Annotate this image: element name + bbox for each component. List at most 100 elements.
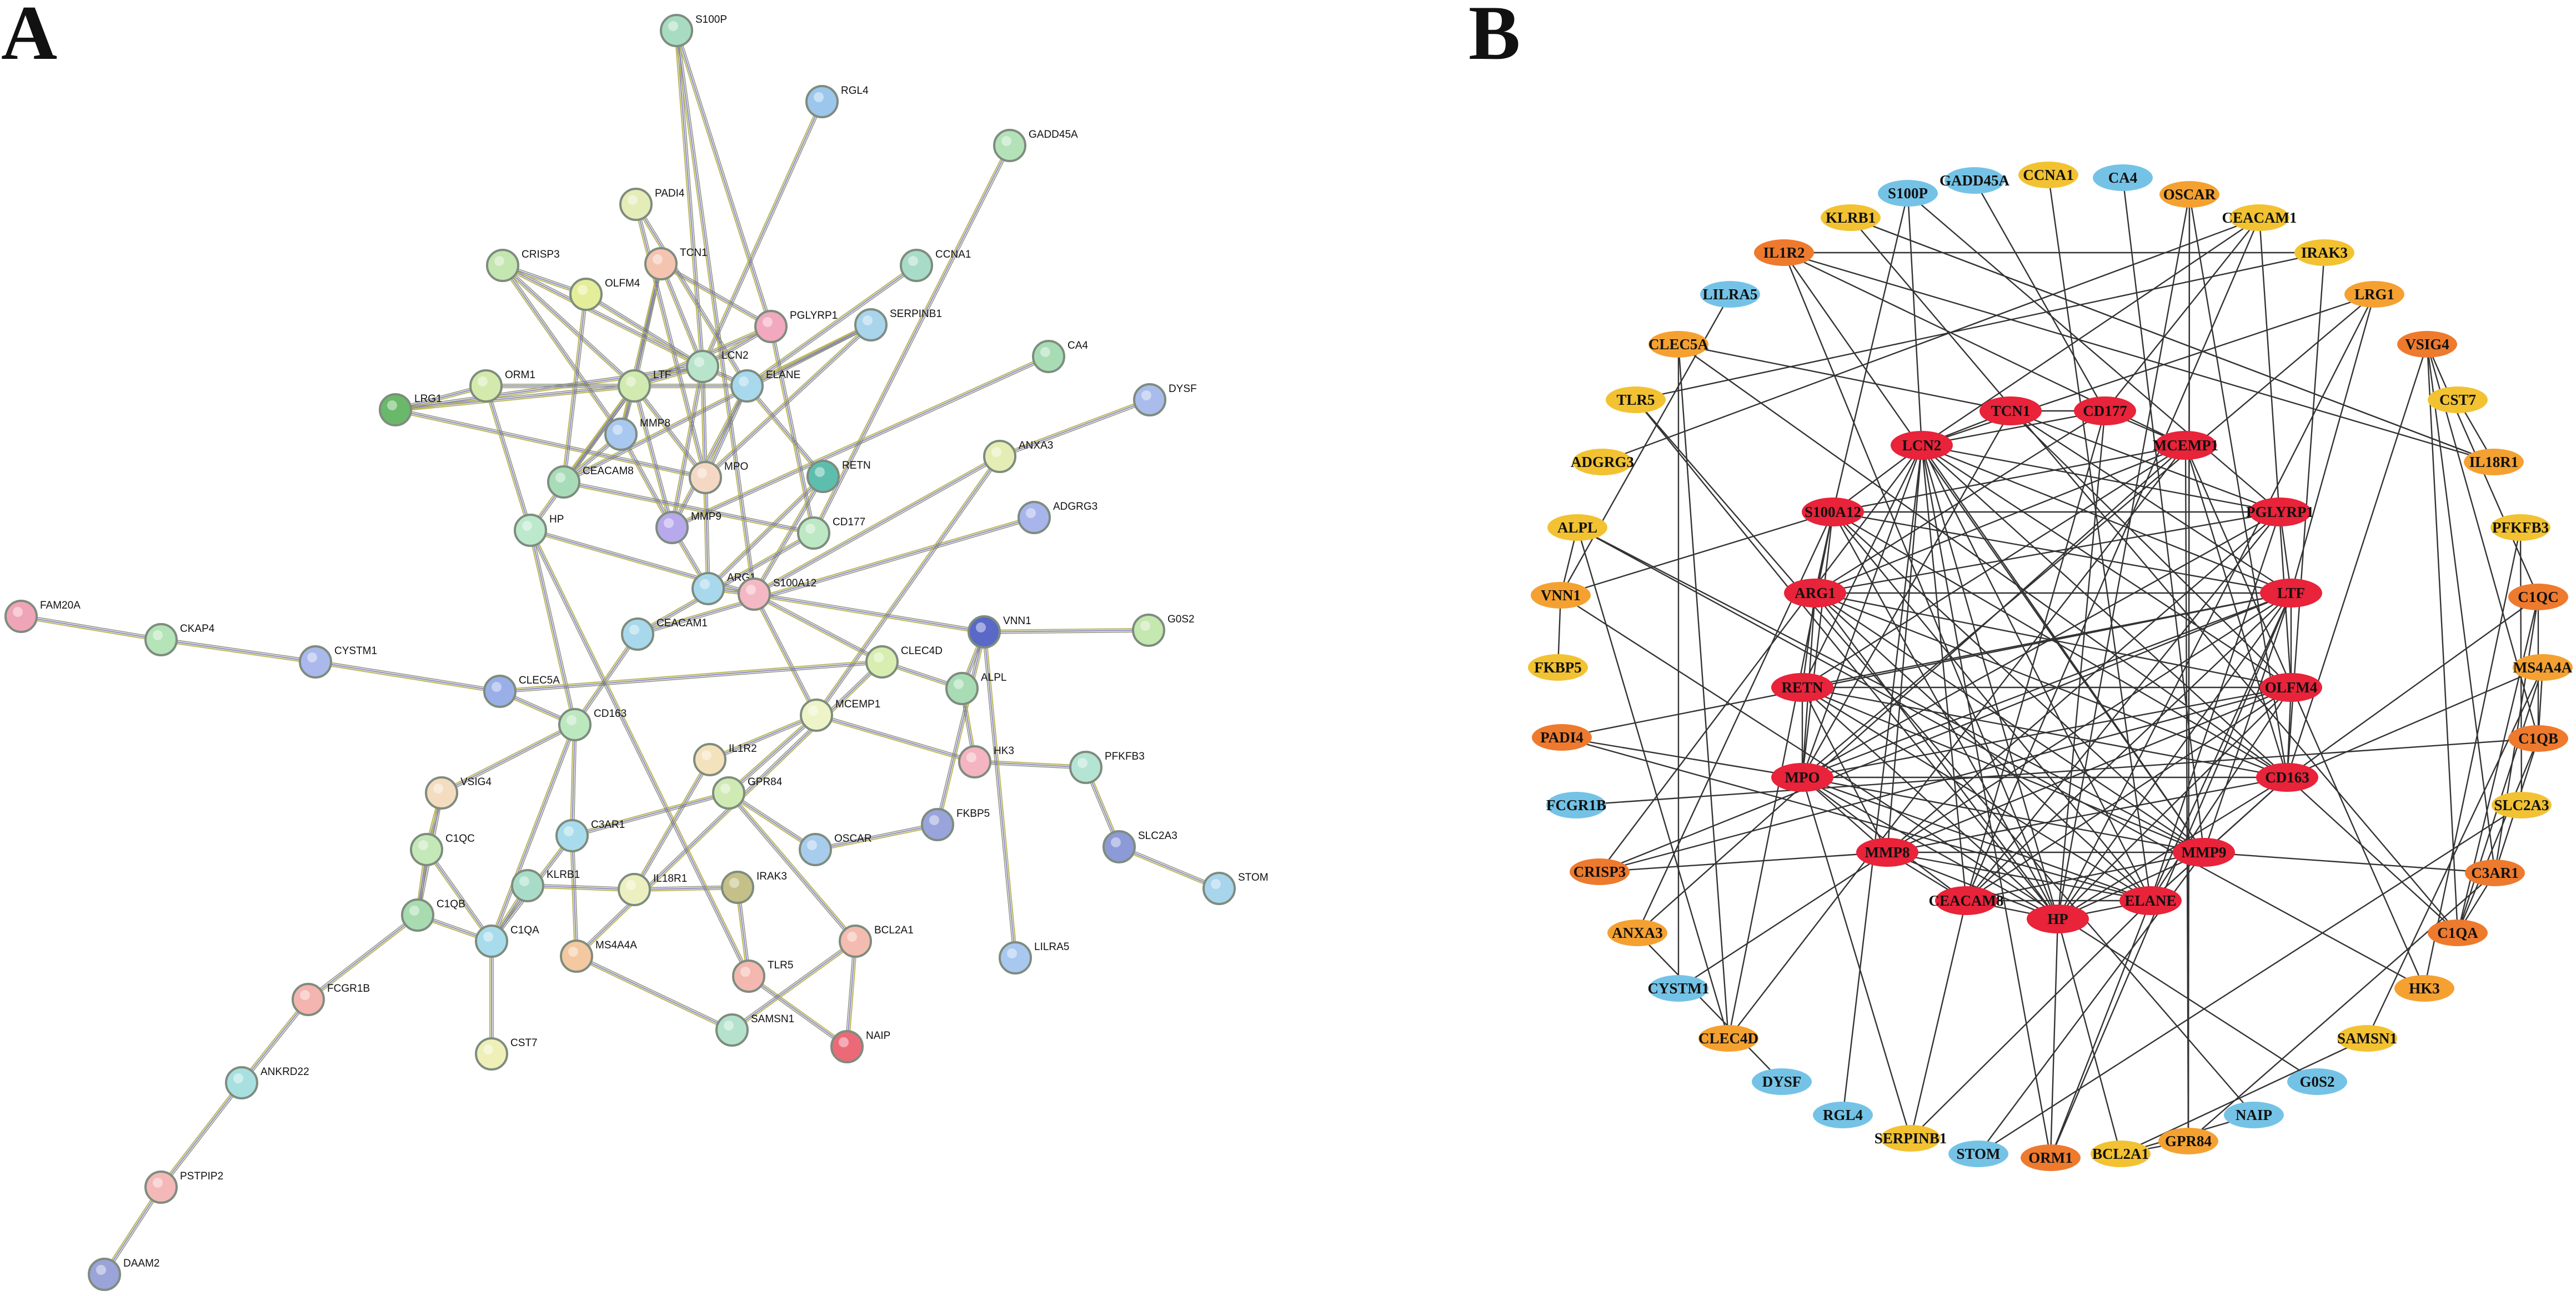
string-node-fam20a[interactable]: FAM20A: [4, 600, 81, 633]
cytoscape-node-c1qb[interactable]: C1QB: [2508, 725, 2568, 752]
cytoscape-node-bcl2a1[interactable]: BCL2A1: [2091, 1141, 2151, 1167]
string-node-elane[interactable]: ELANE: [730, 369, 800, 403]
cytoscape-node-s100a12[interactable]: S100A12: [1802, 498, 1864, 526]
string-node-dysf[interactable]: DYSF: [1133, 383, 1197, 416]
cytoscape-node-lilra5[interactable]: LILRA5: [1700, 281, 1760, 308]
string-node-ceacam8[interactable]: CEACAM8: [547, 465, 634, 499]
string-node-il18r1[interactable]: IL18R1: [618, 873, 687, 906]
cytoscape-node-ca4[interactable]: CA4: [2093, 164, 2153, 191]
string-node-olfm4[interactable]: OLFM4: [569, 278, 640, 311]
string-node-c1qa[interactable]: C1QA: [475, 925, 539, 958]
cytoscape-node-rgl4[interactable]: RGL4: [1813, 1102, 1873, 1128]
cytoscape-node-fcgr1b[interactable]: FCGR1B: [1546, 792, 1606, 818]
string-node-cd177[interactable]: CD177: [797, 516, 865, 550]
cytoscape-node-ltf[interactable]: LTF: [2260, 579, 2322, 607]
string-node-ltf[interactable]: LTF: [618, 369, 671, 403]
string-node-gadd45a[interactable]: GADD45A: [993, 129, 1078, 162]
cytoscape-node-crisp3[interactable]: CRISP3: [1570, 858, 1630, 885]
cytoscape-node-dysf[interactable]: DYSF: [1752, 1068, 1812, 1095]
cytoscape-node-pglyrp1[interactable]: PGLYRP1: [2246, 498, 2314, 526]
string-node-ceacam1[interactable]: CEACAM1: [621, 617, 708, 651]
cytoscape-node-ceacam1[interactable]: CEACAM1: [2222, 204, 2297, 231]
cytoscape-node-g0s2[interactable]: G0S2: [2287, 1068, 2347, 1095]
string-node-fcgr1b[interactable]: FCGR1B: [292, 983, 370, 1016]
cytoscape-node-il18r1[interactable]: IL18R1: [2464, 449, 2524, 475]
cytoscape-node-hp[interactable]: HP: [2027, 905, 2089, 933]
cytoscape-node-gpr84[interactable]: GPR84: [2158, 1128, 2218, 1154]
cytoscape-node-mpo[interactable]: MPO: [1771, 763, 1833, 792]
string-node-tlr5[interactable]: TLR5: [732, 960, 793, 993]
string-node-clec5a[interactable]: CLEC5A: [483, 675, 560, 708]
cytoscape-node-stom[interactable]: STOM: [1948, 1141, 2008, 1167]
cytoscape-node-c3ar1[interactable]: C3AR1: [2465, 860, 2525, 886]
cytoscape-node-clec5a[interactable]: CLEC5A: [1648, 331, 1709, 358]
string-node-clec4d[interactable]: CLEC4D: [865, 645, 943, 679]
cytoscape-node-vsig4[interactable]: VSIG4: [2397, 331, 2457, 358]
string-node-ca4[interactable]: CA4: [1032, 340, 1088, 373]
cytoscape-node-mmp9[interactable]: MMP9: [2173, 838, 2235, 867]
string-node-il1r2[interactable]: IL1R2: [693, 743, 757, 776]
string-node-mmp9[interactable]: MMP9: [655, 511, 721, 544]
cytoscape-node-cd163[interactable]: CD163: [2256, 763, 2318, 792]
cytoscape-node-c1qc[interactable]: C1QC: [2508, 584, 2568, 610]
string-node-slc2a3[interactable]: SLC2A3: [1102, 830, 1177, 863]
string-node-daam2[interactable]: DAAM2: [88, 1258, 159, 1291]
string-node-irak3[interactable]: IRAK3: [721, 871, 787, 904]
cytoscape-node-cst7[interactable]: CST7: [2428, 386, 2488, 413]
cytoscape-node-irak3[interactable]: IRAK3: [2294, 239, 2354, 266]
string-node-lcn2[interactable]: LCN2: [686, 350, 749, 383]
cytoscape-node-fkbp5[interactable]: FKBP5: [1528, 654, 1588, 681]
cytoscape-node-anxa3[interactable]: ANXA3: [1607, 920, 1667, 946]
string-node-hk3[interactable]: HK3: [958, 745, 1014, 778]
cytoscape-node-clec4d[interactable]: CLEC4D: [1698, 1025, 1758, 1052]
cytoscape-node-elane[interactable]: ELANE: [2119, 886, 2182, 915]
string-node-ms4a4a[interactable]: MS4A4A: [560, 940, 637, 973]
cytoscape-node-klrb1[interactable]: KLRB1: [1821, 204, 1881, 231]
cytoscape-node-s100p[interactable]: S100P: [1878, 180, 1938, 207]
string-node-cystm1[interactable]: CYSTM1: [299, 645, 377, 679]
string-node-ccna1[interactable]: CCNA1: [900, 249, 971, 282]
cytoscape-node-retn[interactable]: RETN: [1771, 673, 1833, 702]
string-node-adgrg3[interactable]: ADGRG3: [1018, 501, 1097, 534]
string-node-serpinb1[interactable]: SERPINB1: [854, 308, 942, 341]
string-node-cst7[interactable]: CST7: [475, 1037, 538, 1071]
cytoscape-node-serpinb1[interactable]: SERPINB1: [1875, 1125, 1947, 1152]
cytoscape-node-oscar[interactable]: OSCAR: [2159, 181, 2219, 208]
string-node-fkbp5[interactable]: FKBP5: [921, 808, 990, 841]
string-node-hp[interactable]: HP: [514, 514, 564, 547]
string-node-tcn1[interactable]: TCN1: [644, 247, 708, 280]
string-node-klrb1[interactable]: KLRB1: [511, 869, 580, 902]
string-node-cd163[interactable]: CD163: [558, 708, 627, 741]
cytoscape-node-lrg1[interactable]: LRG1: [2344, 281, 2404, 308]
cytoscape-node-alpl[interactable]: ALPL: [1547, 514, 1607, 541]
cytoscape-node-gadd45a[interactable]: GADD45A: [1939, 167, 2009, 194]
string-node-samsn1[interactable]: SAMSN1: [715, 1013, 794, 1047]
cytoscape-node-cd177[interactable]: CD177: [2074, 396, 2136, 425]
string-node-pstpip2[interactable]: PSTPIP2: [144, 1171, 223, 1204]
string-node-mmp8[interactable]: MMP8: [604, 418, 670, 451]
string-node-oscar[interactable]: OSCAR: [799, 833, 872, 866]
cytoscape-node-il1r2[interactable]: IL1R2: [1754, 239, 1814, 266]
string-node-arg1[interactable]: ARG1: [691, 572, 756, 605]
string-node-padi4[interactable]: PADI4: [619, 188, 685, 221]
cytoscape-node-adgrg3[interactable]: ADGRG3: [1571, 449, 1634, 475]
string-node-g0s2[interactable]: G0S2: [1132, 614, 1195, 647]
string-node-ckap4[interactable]: CKAP4: [144, 623, 215, 656]
cytoscape-node-orm1[interactable]: ORM1: [2021, 1144, 2081, 1171]
string-node-mcemp1[interactable]: MCEMP1: [800, 699, 880, 732]
cytoscape-node-vnn1[interactable]: VNN1: [1531, 582, 1591, 609]
string-node-orm1[interactable]: ORM1: [469, 369, 535, 403]
string-node-vnn1[interactable]: VNN1: [968, 615, 1031, 649]
cytoscape-node-ceacam8[interactable]: CEACAM8: [1929, 886, 2004, 915]
string-node-c1qc[interactable]: C1QC: [410, 833, 475, 866]
string-node-mpo[interactable]: MPO: [689, 461, 748, 494]
string-node-c1qb[interactable]: C1QB: [401, 898, 465, 932]
cytoscape-node-ms4a4a[interactable]: MS4A4A: [2513, 654, 2573, 681]
cytoscape-node-arg1[interactable]: ARG1: [1784, 579, 1846, 607]
string-node-lrg1[interactable]: LRG1: [379, 393, 442, 426]
cytoscape-node-slc2a3[interactable]: SLC2A3: [2492, 792, 2552, 818]
string-node-bcl2a1[interactable]: BCL2A1: [839, 925, 914, 958]
cytoscape-node-mcemp1[interactable]: MCEMP1: [2153, 431, 2218, 460]
string-node-c3ar1[interactable]: C3AR1: [555, 819, 625, 852]
string-node-crisp3[interactable]: CRISP3: [486, 249, 560, 282]
